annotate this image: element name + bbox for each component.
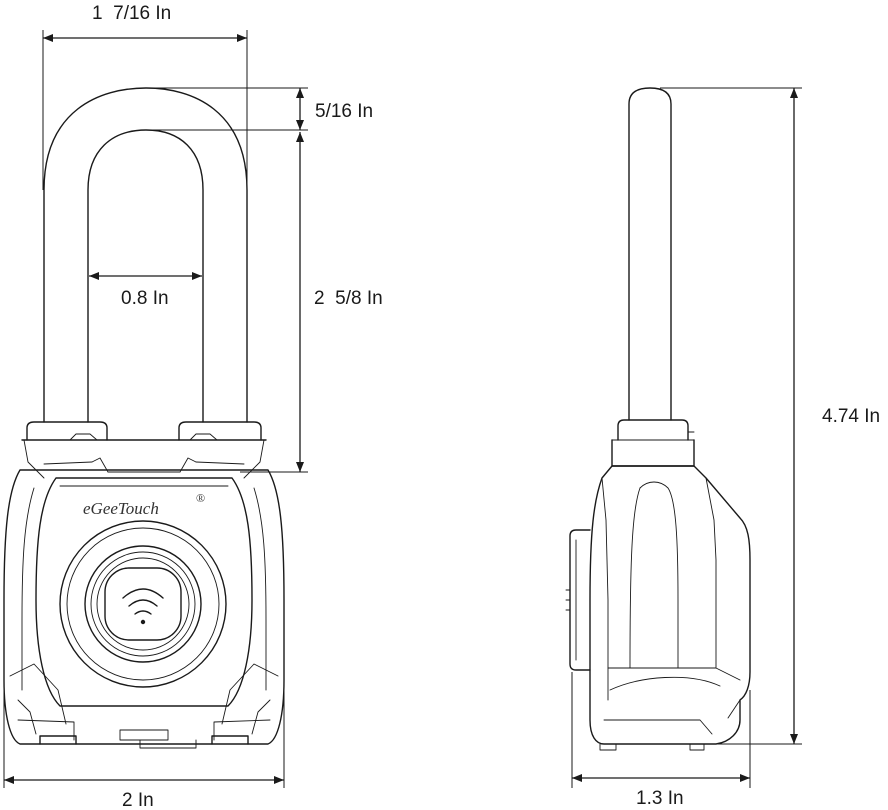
shackle-clearance-label: 2 5/8 In (314, 288, 383, 309)
brand-logo: eGeeTouch (83, 499, 159, 518)
shackle-inner-width-label: 0.8 In (121, 288, 169, 309)
touch-sensor (59, 520, 227, 688)
side-feet (599, 743, 705, 751)
total-height-label: 4.74 In (822, 406, 880, 427)
dimension-lines (3, 30, 802, 788)
side-flap (565, 529, 591, 671)
trademark-symbol: ® (196, 491, 205, 505)
shackle-side (611, 87, 695, 467)
dimension-labels: 1 7/16 In 5/16 In 0.8 In 2 5/8 In 2 In 4… (92, 3, 880, 810)
shackle (43, 87, 248, 423)
wifi-icon (122, 588, 164, 625)
shackle-thickness-label: 5/16 In (315, 101, 373, 122)
side-view (565, 87, 751, 751)
lock-feet (9, 663, 279, 749)
lock-body (3, 469, 285, 745)
top-width-label: 1 7/16 In (92, 3, 171, 24)
depth-label: 1.3 In (636, 788, 684, 809)
front-view: eGeeTouch ® (3, 87, 285, 749)
body-side (589, 465, 751, 745)
shackle-collars (21, 421, 267, 479)
body-width-label: 2 In (122, 790, 154, 810)
